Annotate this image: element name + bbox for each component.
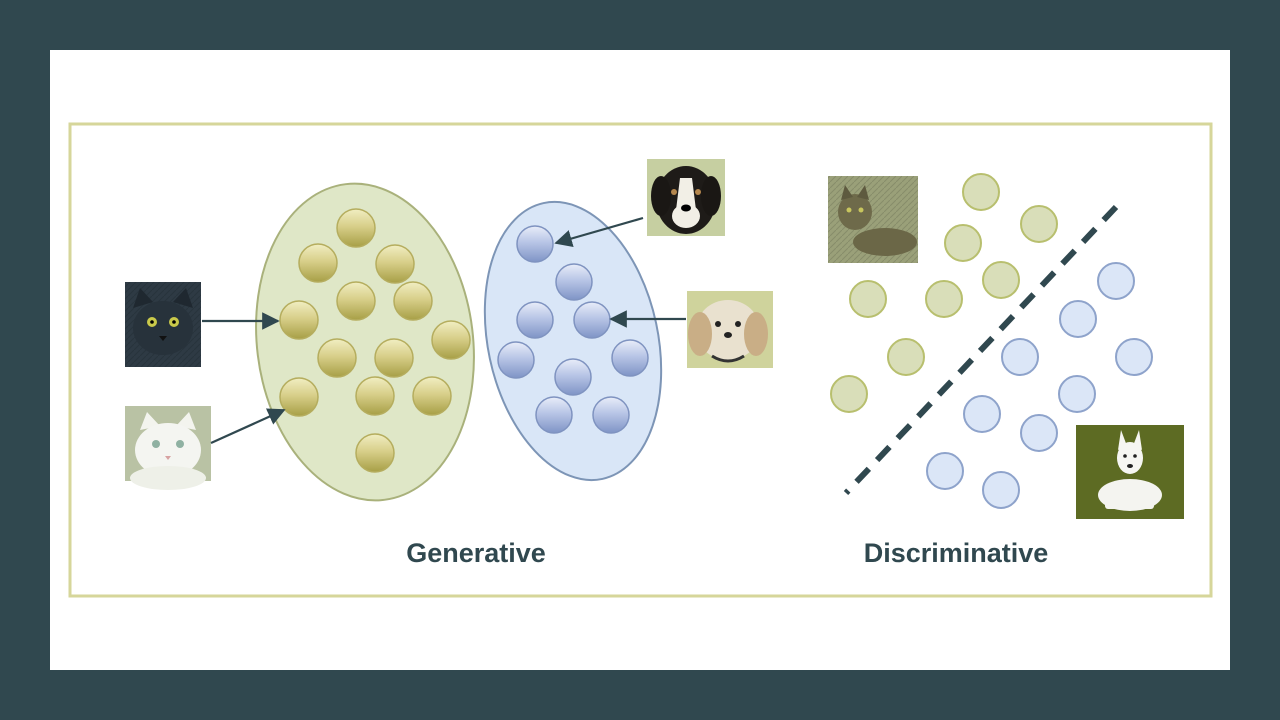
discriminative-panel: Discriminative	[828, 173, 1184, 568]
arrow-left-icon	[554, 216, 644, 248]
bernese-dog-photo	[647, 159, 725, 236]
dog-point	[516, 225, 554, 263]
cat-point	[374, 338, 414, 378]
cat-point	[431, 320, 471, 360]
generative-panel: Generative	[125, 159, 773, 568]
dog-point	[592, 396, 630, 434]
dog-point	[1059, 300, 1097, 338]
cat-point	[375, 244, 415, 284]
discriminative-label: Discriminative	[864, 538, 1049, 568]
cat-point	[355, 433, 395, 473]
cat-point	[336, 281, 376, 321]
dog-point	[573, 301, 611, 339]
cat-point	[412, 376, 452, 416]
tabby-cat-photo	[828, 176, 918, 263]
cat-point	[887, 338, 925, 376]
black-cat-photo	[125, 282, 201, 367]
cat-point	[317, 338, 357, 378]
dog-class-points	[926, 262, 1153, 509]
dog-point	[982, 471, 1020, 509]
cat-point	[355, 376, 395, 416]
dog-point	[1097, 262, 1135, 300]
dog-point	[555, 263, 593, 301]
cat-point	[830, 375, 868, 413]
dog-point	[963, 395, 1001, 433]
dog-point	[554, 358, 592, 396]
cat-point	[1020, 205, 1058, 243]
cat-point	[962, 173, 1000, 211]
dog-point	[516, 301, 554, 339]
dog-point	[611, 339, 649, 377]
cat-point	[925, 280, 963, 318]
slide-panel: Generative	[50, 50, 1230, 670]
dog-point	[535, 396, 573, 434]
cat-point	[279, 377, 319, 417]
cat-point	[393, 281, 433, 321]
white-cat-photo	[125, 406, 211, 490]
dog-cluster-points	[497, 225, 649, 434]
cat-point	[279, 300, 319, 340]
white-dog-photo	[1076, 425, 1184, 519]
dog-point	[1115, 338, 1153, 376]
arrow-right-icon	[210, 408, 286, 445]
cat-point	[982, 261, 1020, 299]
cat-point	[849, 280, 887, 318]
generative-label: Generative	[406, 538, 546, 568]
cat-point	[944, 224, 982, 262]
generative-vs-discriminative-diagram: Generative	[68, 122, 1213, 598]
cat-point	[336, 208, 376, 248]
dog-point	[1020, 414, 1058, 452]
dog-point	[1058, 375, 1096, 413]
cat-point	[298, 243, 338, 283]
arrows	[202, 216, 686, 445]
dog-point	[497, 341, 535, 379]
dog-point	[926, 452, 964, 490]
dog-point	[1001, 338, 1039, 376]
cat-class-points	[830, 173, 1058, 413]
cat-cluster-points	[279, 208, 471, 473]
shih-tzu-dog-photo	[687, 291, 773, 368]
decision-boundary-line	[843, 204, 1119, 496]
